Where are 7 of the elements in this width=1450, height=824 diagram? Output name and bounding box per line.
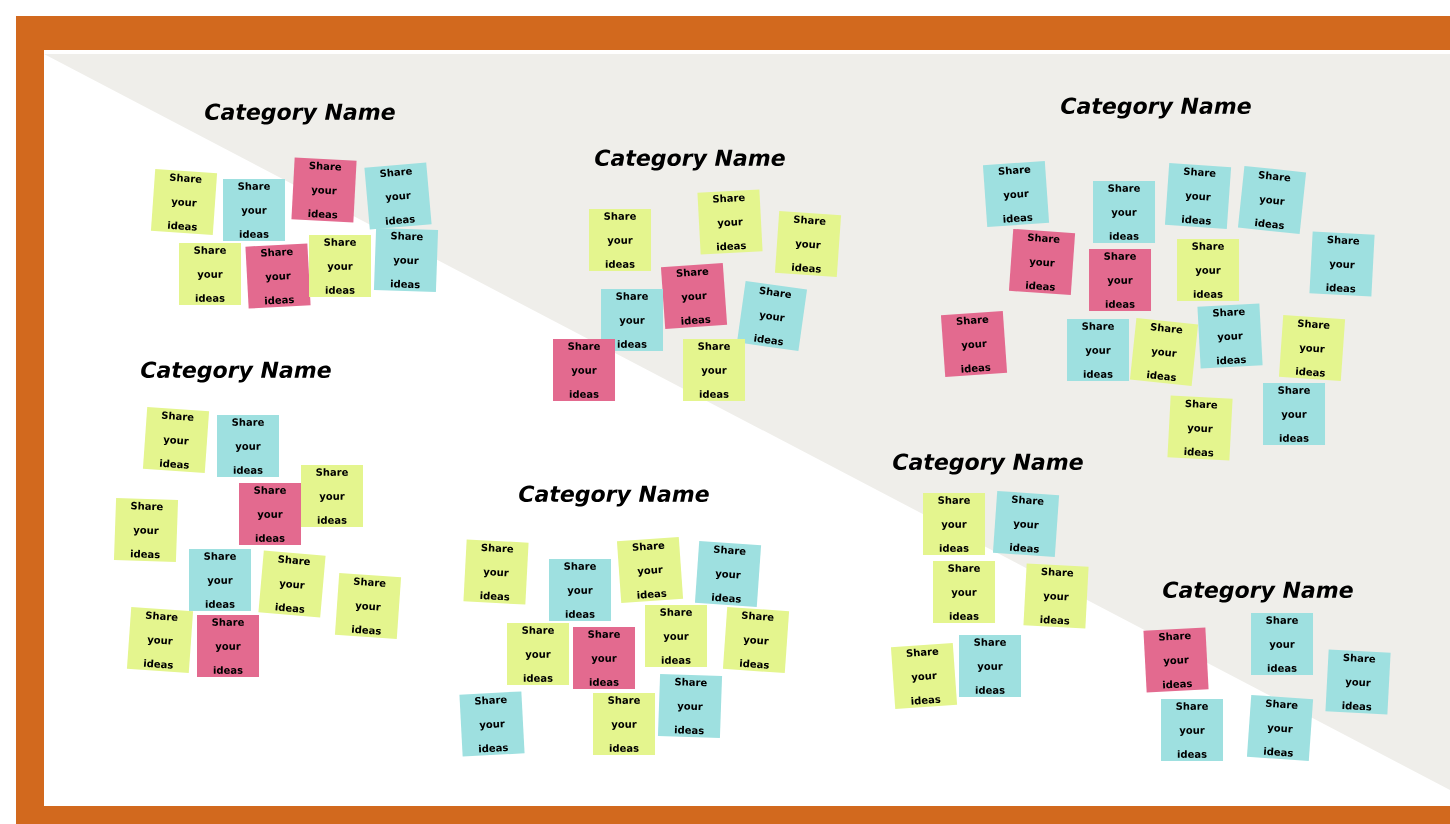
category-heading: Category Name bbox=[1061, 97, 1251, 119]
category-heading: Category Name bbox=[595, 149, 785, 171]
category-heading: Category Name bbox=[141, 361, 331, 383]
category-heading: Category Name bbox=[1163, 581, 1353, 603]
category-heading: Category Name bbox=[205, 103, 395, 125]
category-heading: Category Name bbox=[893, 453, 1083, 475]
category-heading: Category Name bbox=[519, 485, 709, 507]
